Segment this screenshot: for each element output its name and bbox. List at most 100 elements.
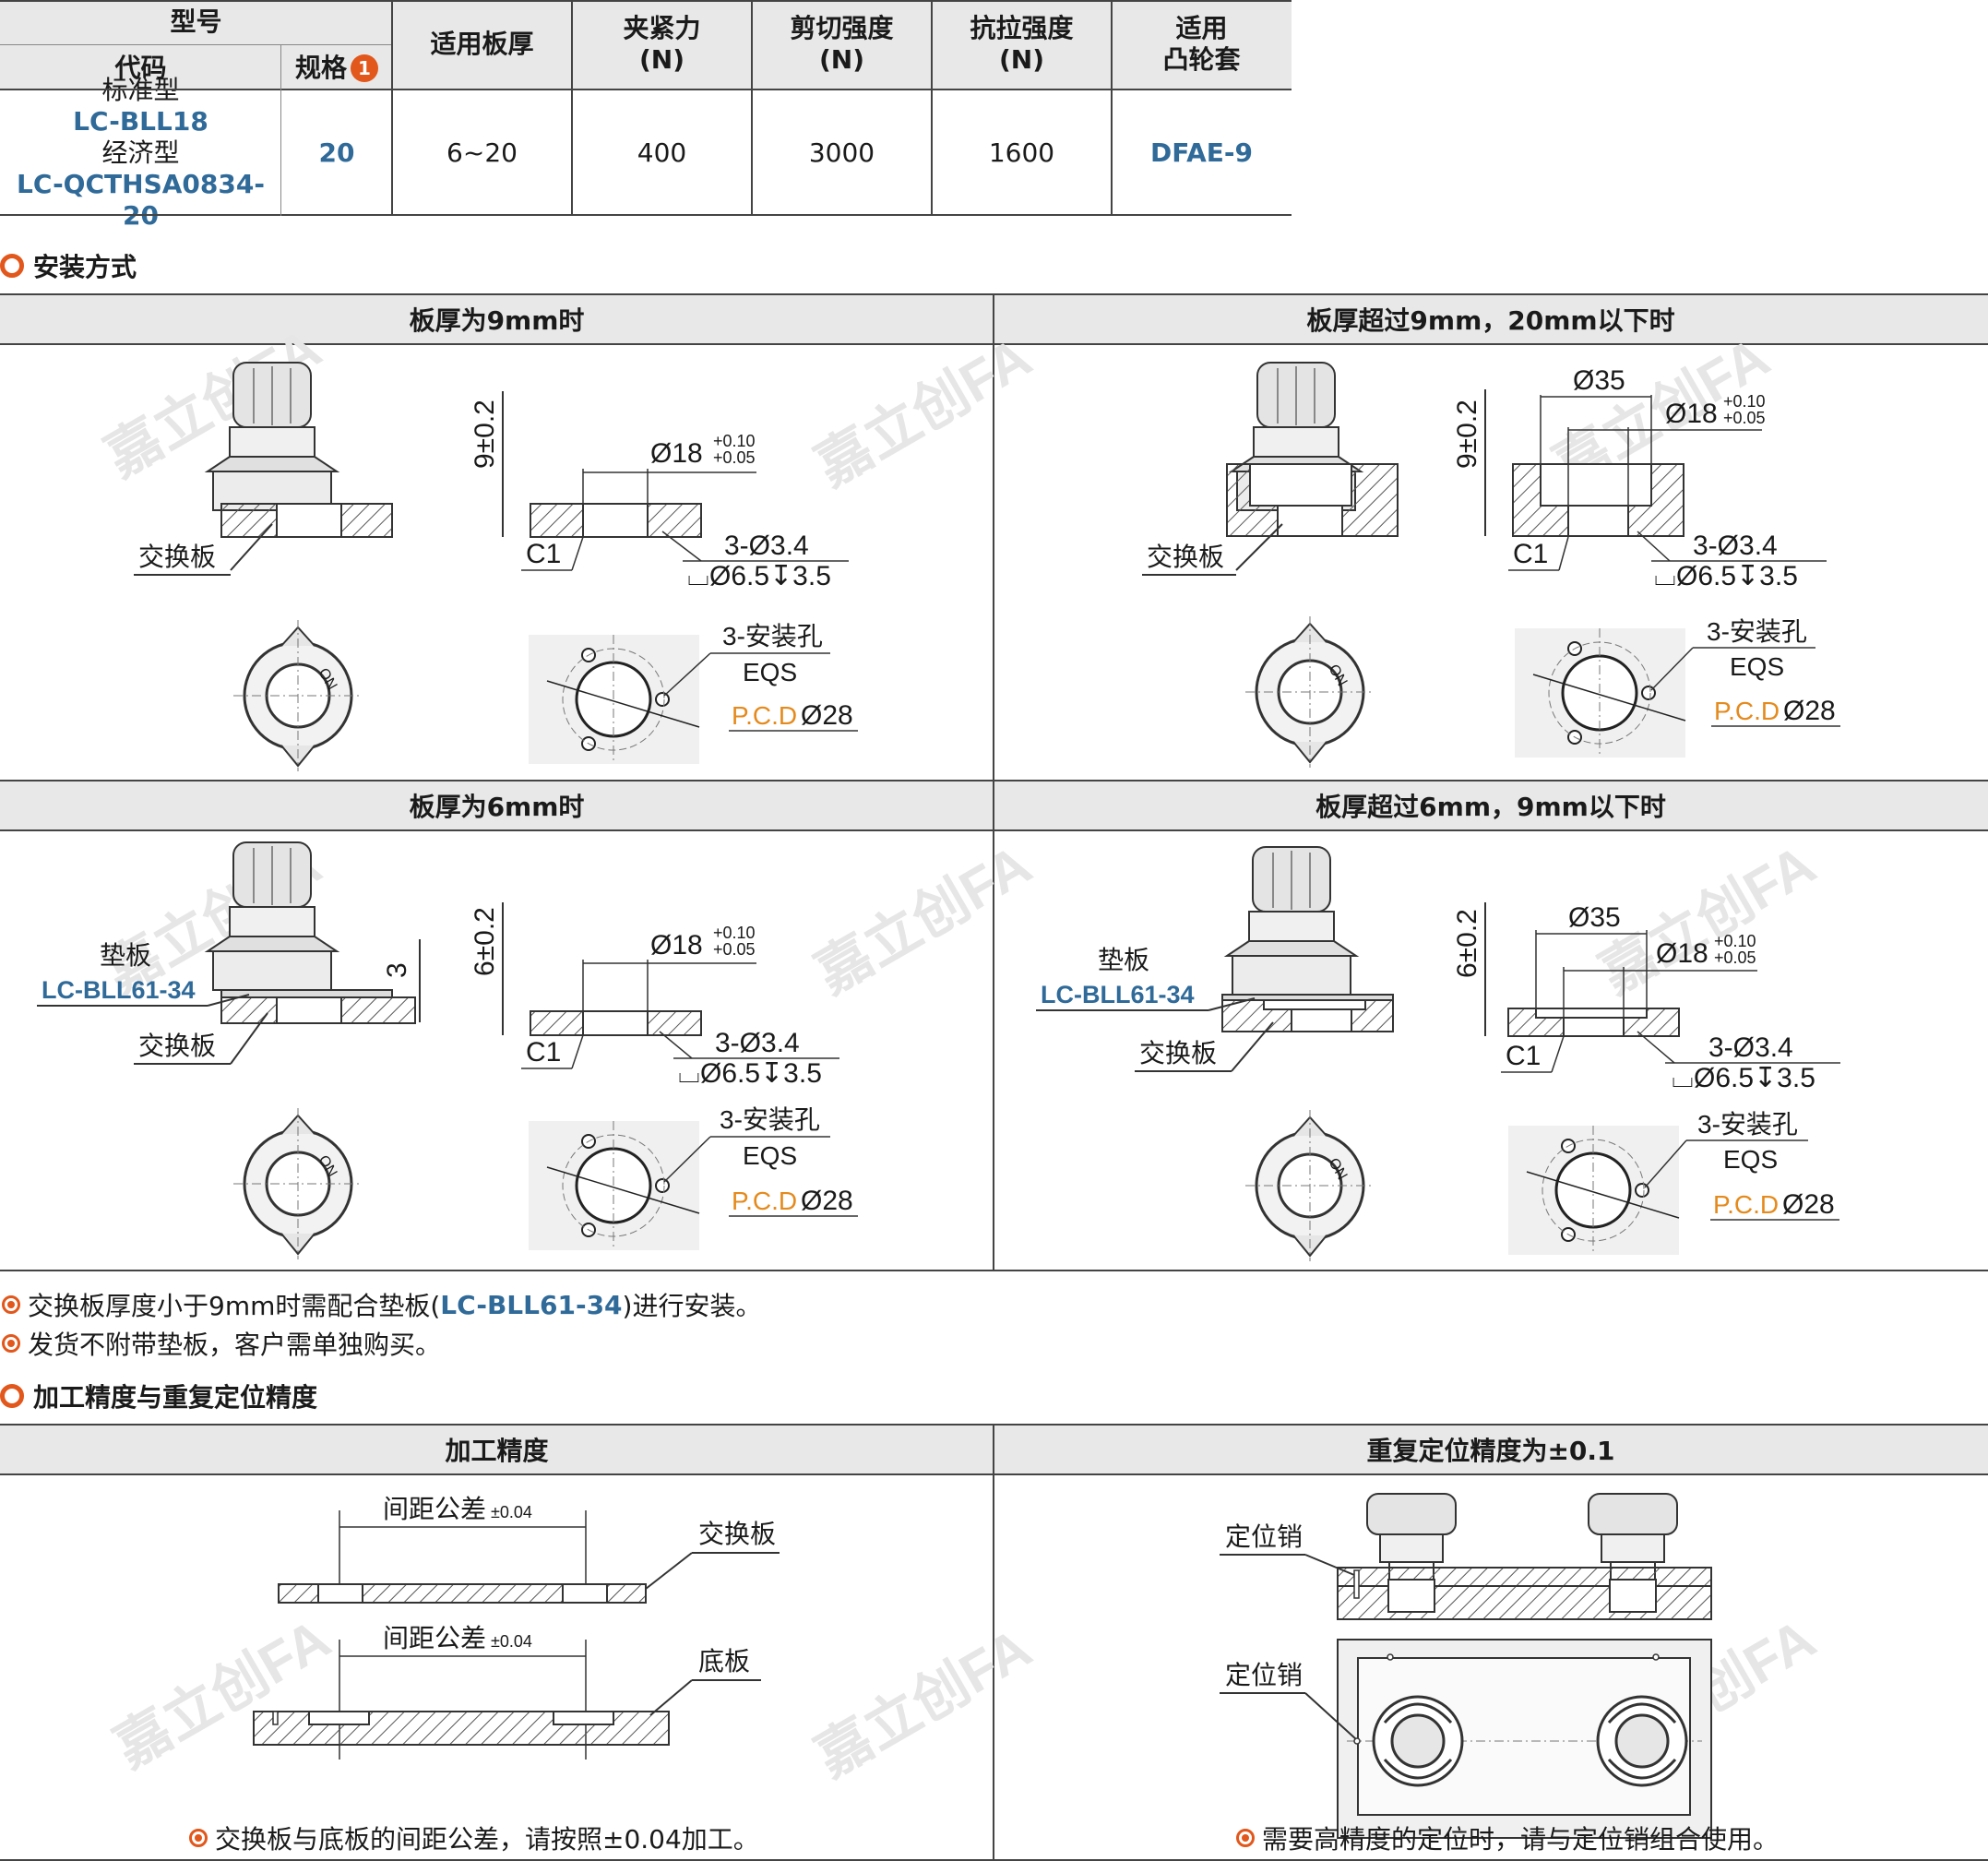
panel-title-6mm: 板厚为6mm时 [0, 780, 994, 831]
panel-title-9-20mm: 板厚超过9mm，20mm以下时 [994, 293, 1988, 345]
svg-text:6±0.2: 6±0.2 [1452, 909, 1482, 978]
panel-9mm-drawing: 交换板 9±0.2 Ø18 +0.10 +0.05 C1 3-Ø3.4 ⌴Ø6.… [134, 362, 858, 773]
precision-section-title: 加工精度与重复定位精度 [0, 1378, 317, 1414]
tensile-value: 1600 [988, 137, 1055, 168]
svg-text:P.C.D: P.C.D [732, 701, 797, 730]
svg-text:⌴Ø6.5↧3.5: ⌴Ø6.5↧3.5 [1672, 1063, 1815, 1093]
svg-text:±0.04: ±0.04 [491, 1503, 532, 1521]
svg-text:C1: C1 [526, 1037, 561, 1068]
svg-text:嘉立创FA: 嘉立创FA [805, 833, 1042, 1005]
svg-text:Ø35: Ø35 [1573, 365, 1625, 396]
svg-text:Ø28: Ø28 [801, 1186, 853, 1216]
svg-text:3-Ø3.4: 3-Ø3.4 [1708, 1032, 1793, 1063]
svg-text:嘉立创FA: 嘉立创FA [104, 1607, 340, 1779]
svg-text:±0.04: ±0.04 [491, 1632, 532, 1651]
svg-text:Ø18: Ø18 [650, 930, 703, 960]
panel-title-machining: 加工精度 [0, 1424, 994, 1475]
svg-text:EQS: EQS [743, 658, 797, 686]
svg-text:交换板: 交换板 [138, 543, 216, 571]
svg-text:9±0.2: 9±0.2 [470, 400, 500, 469]
svg-text:⌴Ø6.5↧3.5: ⌴Ø6.5↧3.5 [678, 1058, 822, 1089]
svg-text:Ø28: Ø28 [1783, 696, 1836, 726]
svg-text:+0.10: +0.10 [713, 924, 756, 942]
svg-text:3-Ø3.4: 3-Ø3.4 [1693, 531, 1778, 561]
clamp-force-value: 400 [637, 137, 687, 168]
panel-6-9mm-drawing: 垫板 LC-BLL61-34 交换板 6±0.2 Ø35 Ø18 +0.10 +… [1036, 846, 1840, 1263]
svg-text:EQS: EQS [1730, 652, 1784, 681]
machining-note: 交换板与底板的间距公差，请按照±0.04加工。 [189, 1819, 759, 1856]
svg-text:垫板: 垫板 [100, 941, 151, 970]
bullet-icon [189, 1829, 208, 1847]
svg-text:Ø18: Ø18 [1656, 938, 1708, 969]
header-code: 代码 [114, 53, 167, 83]
precision-drawings: 嘉立创FA 嘉立创FA 嘉立创FA 间距公差 ±0.04 交换板 间距公差 ±0… [104, 1493, 1826, 1839]
svg-text:Ø35: Ø35 [1568, 902, 1621, 933]
code-cell: 标准型 LC-BLL18 经济型 LC-QCTHSA0834-20 [17, 75, 265, 231]
header-clamp-force: 夹紧力(N) [623, 13, 701, 75]
svg-text:定位销: 定位销 [1225, 1661, 1303, 1689]
svg-text:EQS: EQS [1723, 1145, 1778, 1174]
svg-text:Ø28: Ø28 [801, 700, 853, 731]
install-note-2: 发货不附带垫板，客户需单独购买。 [2, 1325, 441, 1362]
svg-text:P.C.D: P.C.D [732, 1187, 797, 1215]
svg-text:3-安装孔: 3-安装孔 [1707, 617, 1807, 646]
svg-text:3-安装孔: 3-安装孔 [722, 622, 823, 650]
svg-text:Ø18: Ø18 [650, 438, 703, 469]
svg-text:+0.05: +0.05 [713, 940, 756, 959]
svg-text:垫板: 垫板 [1098, 946, 1149, 974]
svg-text:6±0.2: 6±0.2 [470, 907, 500, 976]
svg-text:3: 3 [382, 962, 412, 978]
svg-text:交换板: 交换板 [698, 1520, 776, 1548]
svg-text:3-Ø3.4: 3-Ø3.4 [715, 1028, 800, 1058]
svg-text:C1: C1 [1506, 1041, 1541, 1071]
ring-icon [0, 254, 24, 278]
svg-text:+0.10: +0.10 [1723, 392, 1766, 411]
svg-text:C1: C1 [1513, 539, 1548, 569]
panel-6mm-drawing: 垫板 LC-BLL61-34 交换板 3 6±0.2 Ø18 +0.10 +0.… [37, 841, 858, 1261]
svg-text:嘉立创FA: 嘉立创FA [805, 326, 1042, 497]
svg-text:P.C.D: P.C.D [1714, 697, 1780, 725]
svg-text:⌴Ø6.5↧3.5: ⌴Ø6.5↧3.5 [687, 561, 831, 591]
svg-text:LC-BLL61-34: LC-BLL61-34 [1041, 981, 1195, 1008]
svg-text:嘉立创FA: 嘉立创FA [805, 1616, 1042, 1788]
panel-title-9mm: 板厚为9mm时 [0, 293, 994, 345]
svg-text:间距公差: 间距公差 [383, 1624, 486, 1652]
svg-text:底板: 底板 [698, 1647, 750, 1676]
thickness-value: 6~20 [446, 137, 518, 168]
header-bushing: 适用凸轮套 [1162, 13, 1241, 75]
svg-text:Ø18: Ø18 [1665, 399, 1718, 429]
header-model: 型号 [170, 6, 222, 37]
svg-text:+0.05: +0.05 [1723, 409, 1766, 427]
panel-title-repeatability: 重复定位精度为±0.1 [994, 1424, 1988, 1475]
header-tensile: 抗拉强度(N) [970, 13, 1074, 75]
panel-title-6-9mm: 板厚超过6mm，9mm以下时 [994, 780, 1988, 831]
bullet-icon [1236, 1829, 1255, 1847]
svg-text:9±0.2: 9±0.2 [1452, 400, 1482, 469]
svg-text:3-Ø3.4: 3-Ø3.4 [724, 531, 809, 561]
svg-text:交换板: 交换板 [1139, 1039, 1217, 1068]
bullet-icon [2, 1334, 20, 1353]
svg-text:+0.05: +0.05 [1714, 948, 1756, 967]
svg-text:3-安装孔: 3-安装孔 [1697, 1110, 1798, 1139]
header-thickness: 适用板厚 [430, 29, 534, 59]
svg-text:Ø28: Ø28 [1782, 1189, 1835, 1220]
svg-text:定位销: 定位销 [1225, 1522, 1303, 1551]
svg-text:+0.10: +0.10 [713, 432, 756, 450]
svg-text:交换板: 交换板 [1147, 543, 1224, 571]
svg-text:EQS: EQS [743, 1141, 797, 1170]
svg-text:LC-BLL61-34: LC-BLL61-34 [42, 976, 196, 1004]
install-section-title: 安装方式 [0, 247, 137, 284]
repeatability-drawing: 定位销 定位销 [1220, 1493, 1712, 1839]
spec-badge: 1 [351, 54, 378, 82]
shear-value: 3000 [808, 137, 875, 168]
install-note-1: 交换板厚度小于9mm时需配合垫板(LC-BLL61-34)进行安装。 [2, 1286, 761, 1323]
bullet-icon [2, 1295, 20, 1314]
machining-drawing: 间距公差 ±0.04 交换板 间距公差 ±0.04 底板 [253, 1495, 780, 1760]
svg-text:P.C.D: P.C.D [1713, 1190, 1779, 1219]
spec-value: 20 [318, 137, 355, 168]
svg-text:间距公差: 间距公差 [383, 1495, 486, 1523]
install-drawings: 嘉立创FA 嘉立创FA 嘉立创FA 嘉立创FA 嘉立创FA 嘉立创FA 交换板 … [37, 316, 1840, 1263]
header-shear: 剪切强度(N) [790, 13, 894, 75]
